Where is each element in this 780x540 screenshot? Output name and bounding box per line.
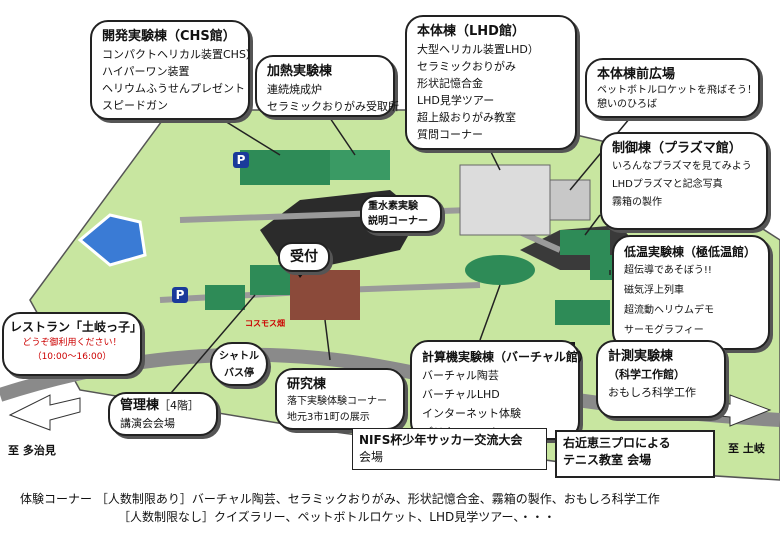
callout-computer-building: 計算機実験棟（バーチャル館） バーチャル陶芸 バーチャルLHD インターネット体… — [410, 340, 590, 440]
parking-icon: P — [233, 152, 249, 168]
callout-item: 連続焼成炉 — [267, 83, 322, 96]
callout-item: 地元3市1町の展示 — [287, 412, 370, 423]
callout-item: ヘリウムふうせんプレゼント — [102, 82, 245, 95]
reception-label: 受付 — [290, 249, 318, 265]
legend-line-unlimited: ［人数制限なし］クイズラリー、ペットボトルロケット、LHD見学ツアー、・・・ — [118, 510, 556, 524]
callout-item: セラミックおりがみ受取所 — [267, 100, 399, 113]
pointer-line — [324, 319, 331, 361]
shuttle-line2: バス停 — [224, 368, 254, 379]
callout-measure-building: 計測実験棟 （科学工作館） おもしろ科学工作 — [596, 340, 726, 418]
building-admin — [250, 265, 290, 295]
callout-item: 形状記憶合金 — [417, 77, 483, 90]
building-restaurant — [205, 285, 245, 310]
callout-heating-building: 加熱実験棟 連続焼成炉 セラミックおりがみ受取所 — [255, 55, 399, 117]
callout-title: 低温実験棟（極低温館） — [624, 245, 757, 259]
callout-item: ハイパーワン装置 — [102, 65, 190, 78]
heavy-water-line2: 説明コーナー — [368, 216, 428, 227]
callout-item: 質問コーナー — [417, 128, 483, 141]
callout-item: コンパクトヘリカル装置CHS） — [102, 48, 257, 61]
callout-title: 管理棟［4階］ — [120, 397, 206, 415]
callout-item: サーモグラフィー — [624, 325, 704, 336]
building-measure — [555, 300, 610, 325]
building-research — [290, 270, 360, 320]
callout-control-building: 制御棟（プラズマ館） いろんなプラズマを見てみよう LHDプラズマと記念写真 霧… — [600, 132, 768, 230]
callout-title: 加熱実験棟 — [267, 64, 333, 79]
callout-title: 本体棟（LHD館） — [417, 24, 525, 39]
callout-item: LHD見学ツアー — [417, 94, 495, 107]
cosmos-field-label: コスモス畑 — [245, 319, 285, 328]
callout-reception: 受付 — [278, 242, 330, 272]
pointer-line — [329, 117, 356, 156]
callout-cryo-building: 低温実験棟（極低温館） 超伝導であそぼう!! 磁気浮上列車 超流動ヘリウムデモ … — [612, 235, 770, 350]
callout-item: 磁気浮上列車 — [624, 285, 684, 296]
callout-shuttle-bus: シャトル バス停 — [210, 342, 268, 386]
legend-line-limited: 体験コーナー ［人数制限あり］バーチャル陶芸、セラミックおりがみ、形状記憶合金、… — [20, 492, 660, 506]
callout-item: バーチャル陶芸 — [422, 369, 499, 382]
pointer-line — [489, 149, 501, 171]
callout-item: 憩いのひろば — [597, 99, 657, 110]
callout-admin-building: 管理棟［4階］ 講演会会場 — [108, 392, 218, 436]
heavy-water-line1: 重水素実験 — [368, 201, 418, 212]
callout-item: 霧箱の製作 — [612, 197, 662, 208]
callout-item: 超流動ヘリウムデモ — [624, 305, 714, 316]
soccer-venue-box: NIFS杯少年サッカー交流大会 会場 — [352, 428, 547, 470]
pointer-line — [219, 117, 281, 156]
pointer-line — [164, 294, 256, 401]
callout-title: レストラン「土岐っ子」 — [10, 320, 143, 334]
callout-title: 制御棟（プラズマ館） — [612, 141, 742, 156]
admin-floor: ［4階］ — [159, 399, 200, 412]
callout-title: 研究棟 — [287, 377, 327, 392]
callout-item: 超上級おりがみ教室 — [417, 111, 516, 124]
callout-subtitle: （科学工作館） — [608, 368, 685, 381]
callout-item: 大型ヘリカル装置LHD） — [417, 43, 539, 56]
callout-main-lhd-building: 本体棟（LHD館） 大型ヘリカル装置LHD） セラミックおりがみ 形状記憶合金 … — [405, 15, 577, 150]
arrow-left-icon — [8, 394, 81, 431]
callout-title: 計測実験棟 — [608, 349, 674, 364]
callout-item: 超伝導であそぼう!! — [624, 265, 712, 276]
callout-item: ペットボトルロケットを飛ばそう！ — [597, 85, 757, 96]
callout-front-plaza: 本体棟前広場 ペットボトルロケットを飛ばそう！ 憩いのひろば — [585, 58, 760, 118]
experience-corner-legend: 体験コーナー ［人数制限あり］バーチャル陶芸、セラミックおりがみ、形状記憶合金、… — [20, 490, 660, 526]
building-main-lhd — [459, 164, 551, 236]
callout-item: セラミックおりがみ — [417, 60, 516, 73]
restaurant-note: どうぞ御利用ください！ — [22, 338, 122, 348]
soccer-line2: 会場 — [359, 450, 384, 464]
parking-icon: P — [172, 287, 188, 303]
restaurant-hours: （10:00～16:00） — [32, 352, 112, 362]
callout-heavy-water: 重水素実験 説明コーナー — [360, 195, 442, 233]
soccer-line1: NIFS杯少年サッカー交流大会 — [359, 433, 523, 447]
callout-item: 講演会会場 — [120, 417, 175, 430]
callout-title: 本体棟前広場 — [597, 67, 676, 82]
tennis-line2: テニス教室 会場 — [563, 453, 652, 467]
callout-item: インターネット体験 — [422, 407, 521, 420]
pointer-line — [584, 214, 601, 236]
callout-item: いろんなプラズマを見てみよう — [612, 161, 752, 172]
callout-item: LHDプラズマと記念写真 — [612, 179, 723, 190]
callout-chs-building: 開発実験棟（CHS館） コンパクトヘリカル装置CHS） ハイパーワン装置 ヘリウ… — [90, 20, 257, 120]
building-plaza-side — [549, 179, 591, 221]
callout-title: 開発実験棟（CHS館） — [102, 29, 236, 44]
callout-item: スピードガン — [102, 99, 168, 112]
tennis-venue-box: 右近恵三プロによる テニス教室 会場 — [555, 430, 715, 478]
tennis-line1: 右近恵三プロによる — [563, 436, 671, 450]
building-chs — [240, 150, 330, 185]
callout-restaurant: レストラン「土岐っ子」 どうぞ御利用ください！ （10:00～16:00） — [2, 312, 142, 376]
building-control — [560, 230, 610, 255]
callout-item: 落下実験体験コーナー — [287, 396, 387, 407]
callout-item: おもしろ科学工作 — [608, 386, 696, 399]
building-heating — [330, 150, 390, 180]
callout-title: 計算機実験棟（バーチャル館） — [422, 350, 590, 364]
pond — [77, 213, 147, 267]
callout-item: バーチャルLHD — [422, 388, 500, 401]
to-toki-label: 至 土岐 — [728, 442, 765, 455]
to-tajimi-label: 至 多治見 — [8, 444, 56, 457]
shuttle-line1: シャトル — [219, 351, 259, 362]
pointer-line — [479, 284, 501, 341]
building-computer — [465, 255, 535, 285]
callout-research-building: 研究棟 落下実験体験コーナー 地元3市1町の展示 — [275, 368, 405, 430]
admin-title: 管理棟 — [120, 398, 160, 413]
